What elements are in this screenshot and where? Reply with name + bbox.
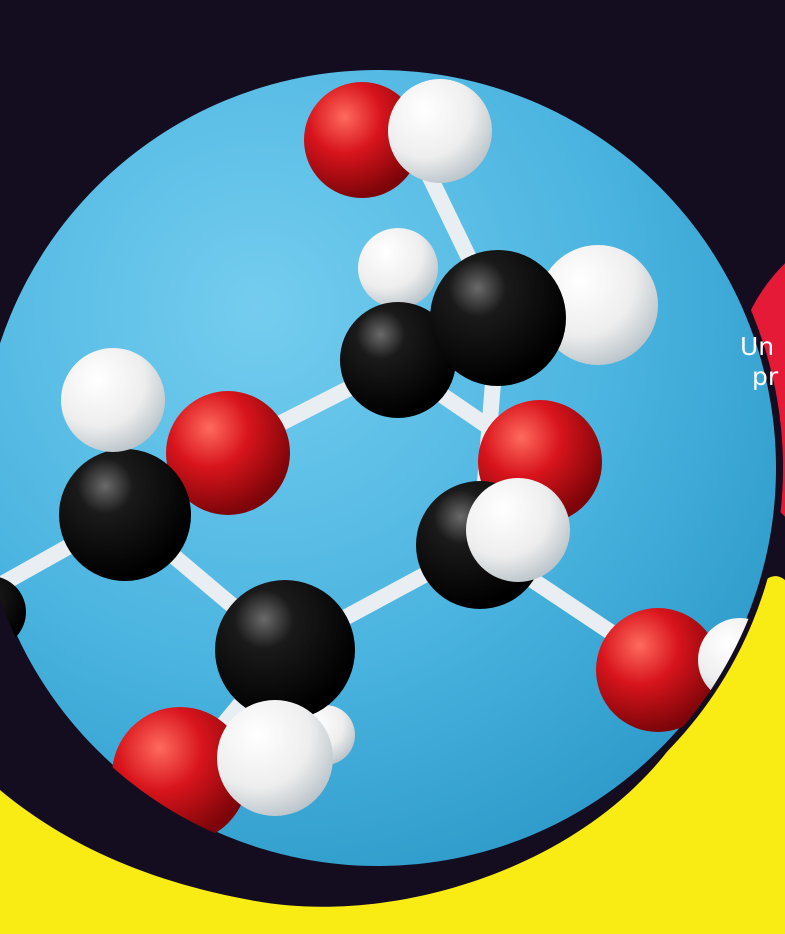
molecule-model-icon [0,79,778,843]
badge-line-2: pr [752,362,779,391]
badge-text: Un pr [740,332,778,392]
badge-line-1: Un [740,332,775,361]
yellow-band [0,576,785,934]
